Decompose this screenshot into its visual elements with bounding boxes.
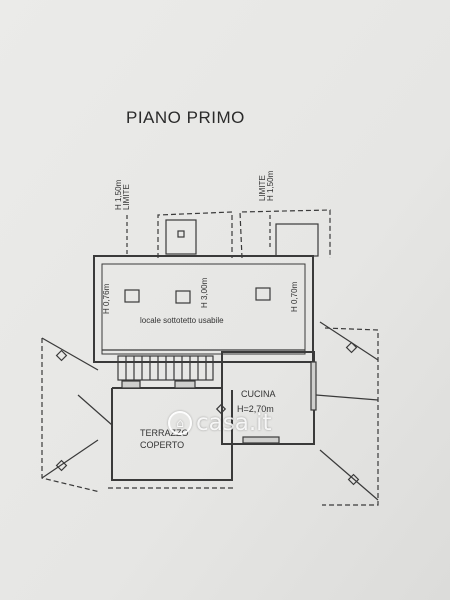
room-label-attic: locale sottotetto usabile bbox=[140, 316, 224, 325]
height-070-label: H 0,70m bbox=[290, 281, 299, 312]
skylight-2 bbox=[175, 290, 191, 304]
skylight-1 bbox=[124, 289, 140, 303]
kitchen-window-side bbox=[310, 361, 317, 411]
terrace-wall bbox=[111, 388, 233, 481]
roof-outline-top-right bbox=[239, 209, 331, 259]
room-label-kitchen: CUCINA bbox=[241, 389, 276, 399]
kitchen-height-label: H=2,70m bbox=[237, 404, 274, 414]
room-label-terrace-2: COPERTO bbox=[140, 440, 185, 450]
staircase bbox=[117, 355, 214, 381]
height-076-label: H 0,76m bbox=[102, 283, 111, 314]
roof-outline-top bbox=[157, 211, 233, 258]
terrace-door-1 bbox=[121, 380, 141, 389]
limit-right-height: H 1,50m bbox=[266, 170, 275, 201]
building-outer-wall bbox=[93, 255, 314, 363]
roof-vents bbox=[55, 341, 360, 486]
casa-it-watermark: ⌂ casa.it bbox=[168, 410, 272, 436]
chimney-small bbox=[177, 230, 185, 238]
room-label-terrace-1: TERRAZZO bbox=[140, 428, 189, 438]
kitchen-window bbox=[242, 436, 280, 444]
building-inner-wall bbox=[101, 263, 306, 355]
terrace-door-2 bbox=[174, 380, 196, 389]
limit-left-word: LIMITE bbox=[122, 184, 131, 210]
roof-hips bbox=[41, 321, 379, 501]
chimney-left bbox=[165, 219, 197, 255]
height-300-label: H 3,00m bbox=[200, 277, 209, 308]
page-title: PIANO PRIMO bbox=[126, 108, 245, 127]
skylight-3 bbox=[255, 287, 271, 301]
watermark-text: casa.it bbox=[196, 410, 272, 436]
house-icon: ⌂ bbox=[168, 411, 192, 435]
